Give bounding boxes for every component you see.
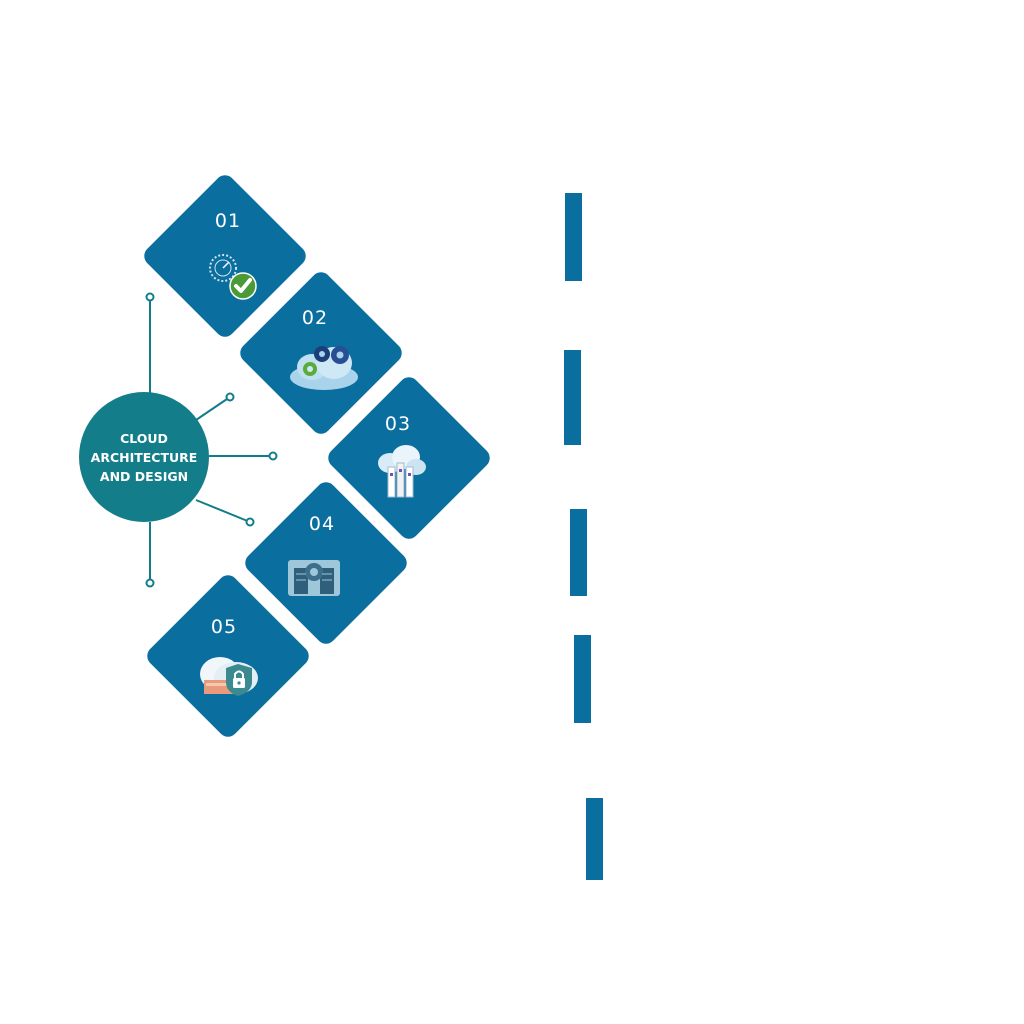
- dash-bar: [574, 635, 591, 723]
- step-number: 02: [285, 307, 345, 329]
- cloud-gears-icon: [288, 337, 364, 395]
- connector-line: [196, 397, 230, 420]
- dash-bar: [565, 193, 582, 281]
- hub-circle: CLOUD ARCHITECTURE AND DESIGN: [79, 392, 209, 522]
- hub-label-line: CLOUD: [82, 429, 206, 448]
- step-number: 01: [198, 210, 258, 232]
- connector-line: [196, 500, 250, 522]
- connector-node: [147, 580, 154, 587]
- step-number: 05: [194, 616, 254, 638]
- hub-label: CLOUD ARCHITECTURE AND DESIGN: [82, 429, 206, 486]
- dash-bar: [564, 350, 581, 445]
- hub-label-line: AND DESIGN: [82, 467, 206, 486]
- dash-bar: [570, 509, 587, 596]
- data-center-icon: [284, 554, 344, 598]
- cloud-servers-icon: [374, 443, 430, 503]
- connector-node: [227, 394, 234, 401]
- dash-bar: [586, 798, 603, 880]
- hub-label-line: ARCHITECTURE: [82, 448, 206, 467]
- connector-node: [247, 519, 254, 526]
- step-number: 03: [368, 413, 428, 435]
- connector-node: [147, 294, 154, 301]
- connector-node: [270, 453, 277, 460]
- speed-check-icon: [205, 250, 265, 302]
- step-number: 04: [292, 513, 352, 535]
- cloud-security-lock-icon: [198, 652, 266, 698]
